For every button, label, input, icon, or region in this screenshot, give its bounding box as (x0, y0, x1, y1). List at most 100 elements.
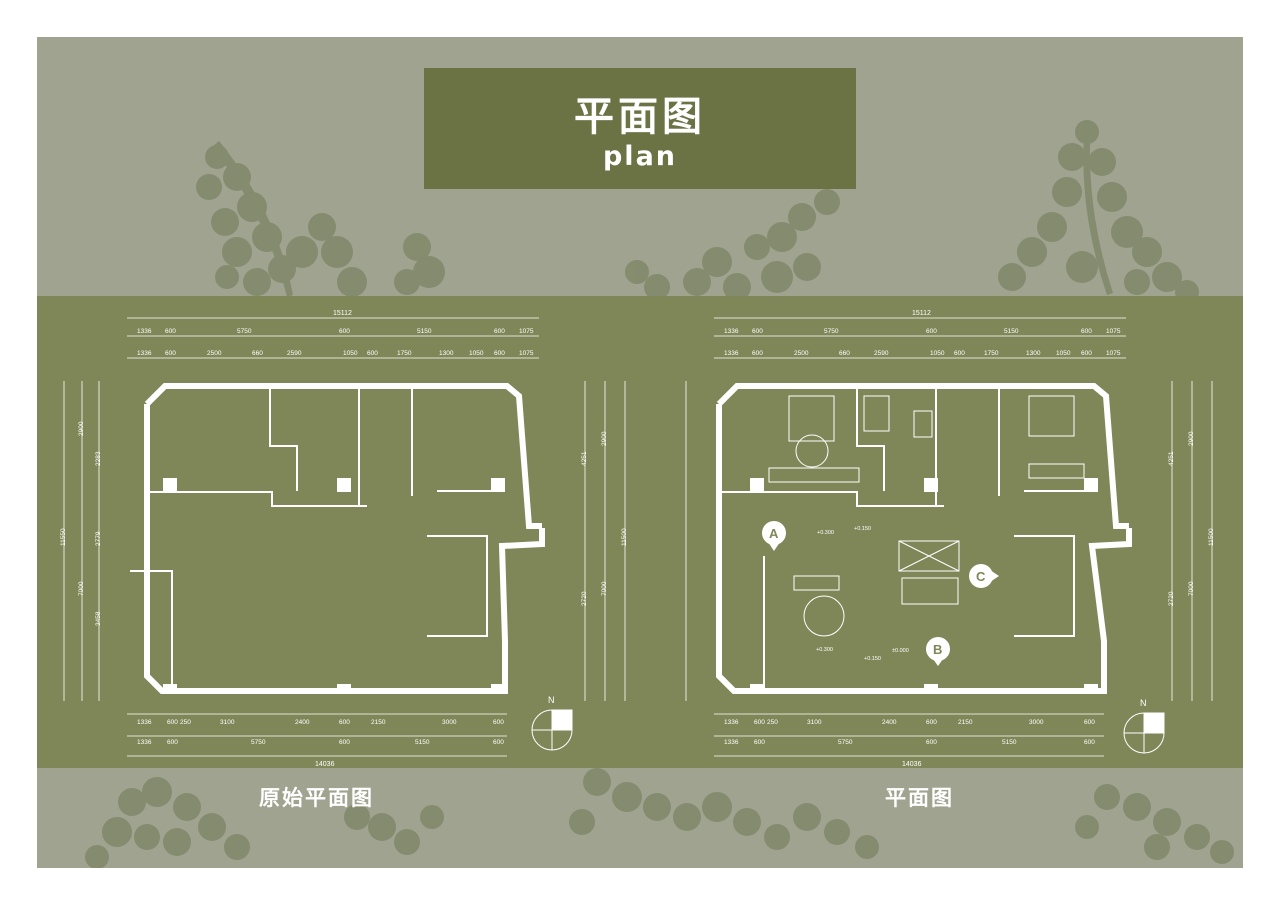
svg-text:2900: 2900 (1188, 431, 1195, 446)
svg-text:+0.300: +0.300 (816, 647, 833, 653)
svg-text:600: 600 (339, 328, 350, 335)
dim-top-row2: 1336 600 2500 660 2590 1050 600 1750 130… (137, 350, 534, 357)
svg-text:1750: 1750 (397, 350, 412, 357)
svg-text:1336: 1336 (724, 328, 739, 335)
svg-text:600: 600 (167, 719, 178, 726)
svg-text:±0.000: ±0.000 (892, 648, 909, 654)
svg-text:600: 600 (494, 328, 505, 335)
svg-text:1075: 1075 (519, 350, 534, 357)
svg-text:1300: 1300 (439, 350, 454, 357)
svg-text:5750: 5750 (824, 328, 839, 335)
svg-text:660: 660 (252, 350, 263, 357)
dim-bottom-total: 14036 (315, 761, 335, 766)
level-marks: ±0.000 +0.300 +0.150 +0.150 +0.300 (816, 526, 909, 662)
svg-text:5150: 5150 (1002, 739, 1017, 746)
svg-text:5150: 5150 (415, 739, 430, 746)
svg-text:1336: 1336 (137, 328, 152, 335)
svg-text:7000: 7000 (78, 581, 85, 596)
columns (163, 478, 505, 694)
svg-text:600: 600 (493, 719, 504, 726)
svg-text:600: 600 (1084, 739, 1095, 746)
svg-text:1336: 1336 (724, 739, 739, 746)
svg-text:250: 250 (180, 719, 191, 726)
north-label: N (548, 695, 555, 705)
section-label-c: C (976, 569, 986, 584)
columns-2 (750, 478, 1098, 694)
dim-top-row1-2: 1336 600 5750 600 5150 600 1075 (724, 328, 1121, 335)
svg-text:11500: 11500 (621, 528, 628, 546)
dim-bottom-row2-2: 1336 600 5750 600 5150 600 (724, 739, 1095, 746)
north-arrow (531, 709, 573, 751)
svg-text:600: 600 (1081, 350, 1092, 357)
outer-walls (144, 383, 545, 694)
dim-top-total-2: 15112 (912, 310, 931, 317)
svg-text:2900: 2900 (78, 421, 85, 436)
svg-text:4251: 4251 (581, 451, 588, 466)
svg-text:2400: 2400 (882, 719, 897, 726)
svg-text:600: 600 (754, 719, 765, 726)
dim-bottom-row1: 1336 600 250 3100 2400 600 2150 3000 600 (137, 719, 504, 726)
svg-text:600: 600 (339, 739, 350, 746)
svg-text:1336: 1336 (137, 350, 152, 357)
svg-text:11500: 11500 (1208, 528, 1215, 546)
svg-text:1075: 1075 (1106, 350, 1121, 357)
section-marker-c (969, 564, 999, 588)
svg-text:2720: 2720 (1168, 591, 1175, 606)
svg-text:2590: 2590 (287, 350, 302, 357)
dim-top-row2-2: 1336 600 2500 660 2590 1050 600 1750 130… (724, 350, 1121, 357)
dim-right-labels-2: 4251 2720 2900 7000 11500 (1168, 431, 1215, 606)
svg-text:3100: 3100 (807, 719, 822, 726)
dim-top-total: 15112 (333, 310, 352, 317)
north-label-2: N (1140, 698, 1147, 708)
section-marker-b (926, 637, 950, 666)
furnished-floor-plan: 15112 1336 600 5750 600 5150 600 1075 13… (685, 310, 1215, 766)
svg-text:250: 250 (767, 719, 778, 726)
svg-text:2283: 2283 (95, 451, 102, 466)
new-plan-caption: 平面图 (885, 786, 954, 810)
svg-text:600: 600 (167, 739, 178, 746)
svg-text:7000: 7000 (1188, 581, 1195, 596)
svg-text:600: 600 (754, 739, 765, 746)
svg-text:600: 600 (752, 350, 763, 357)
svg-text:600: 600 (926, 719, 937, 726)
dim-left-labels: 11550 2900 7000 2283 2779 3458 (60, 421, 102, 626)
svg-text:600: 600 (954, 350, 965, 357)
svg-text:2500: 2500 (207, 350, 222, 357)
svg-text:3100: 3100 (220, 719, 235, 726)
svg-text:5750: 5750 (838, 739, 853, 746)
svg-text:1050: 1050 (1056, 350, 1071, 357)
svg-text:600: 600 (367, 350, 378, 357)
svg-text:5750: 5750 (251, 739, 266, 746)
svg-text:11550: 11550 (60, 528, 67, 546)
svg-text:1750: 1750 (984, 350, 999, 357)
north-arrow-2 (1123, 712, 1165, 754)
svg-text:2590: 2590 (874, 350, 889, 357)
svg-text:600: 600 (926, 328, 937, 335)
svg-text:2150: 2150 (371, 719, 386, 726)
svg-text:1336: 1336 (724, 350, 739, 357)
page-title: 平面图 (574, 94, 706, 140)
svg-text:600: 600 (339, 719, 350, 726)
dim-bottom-row1-2: 1336 600 250 3100 2400 600 2150 3000 600 (724, 719, 1095, 726)
svg-text:1336: 1336 (137, 719, 152, 726)
svg-text:+0.150: +0.150 (864, 656, 881, 662)
original-plan-caption: 原始平面图 (259, 786, 374, 810)
svg-text:1050: 1050 (469, 350, 484, 357)
svg-text:600: 600 (494, 350, 505, 357)
page-subtitle: plan (602, 141, 678, 172)
svg-text:1075: 1075 (519, 328, 534, 335)
svg-text:600: 600 (1084, 719, 1095, 726)
svg-text:600: 600 (1081, 328, 1092, 335)
svg-text:600: 600 (165, 350, 176, 357)
svg-text:5150: 5150 (417, 328, 432, 335)
furniture (768, 395, 1085, 637)
section-label-a: A (769, 526, 779, 541)
svg-text:2779: 2779 (95, 531, 102, 546)
title-box: 平面图 plan (424, 68, 856, 189)
svg-text:1336: 1336 (137, 739, 152, 746)
svg-text:2400: 2400 (295, 719, 310, 726)
svg-text:1075: 1075 (1106, 328, 1121, 335)
svg-text:3458: 3458 (95, 611, 102, 626)
svg-text:7000: 7000 (601, 581, 608, 596)
svg-text:1050: 1050 (930, 350, 945, 357)
